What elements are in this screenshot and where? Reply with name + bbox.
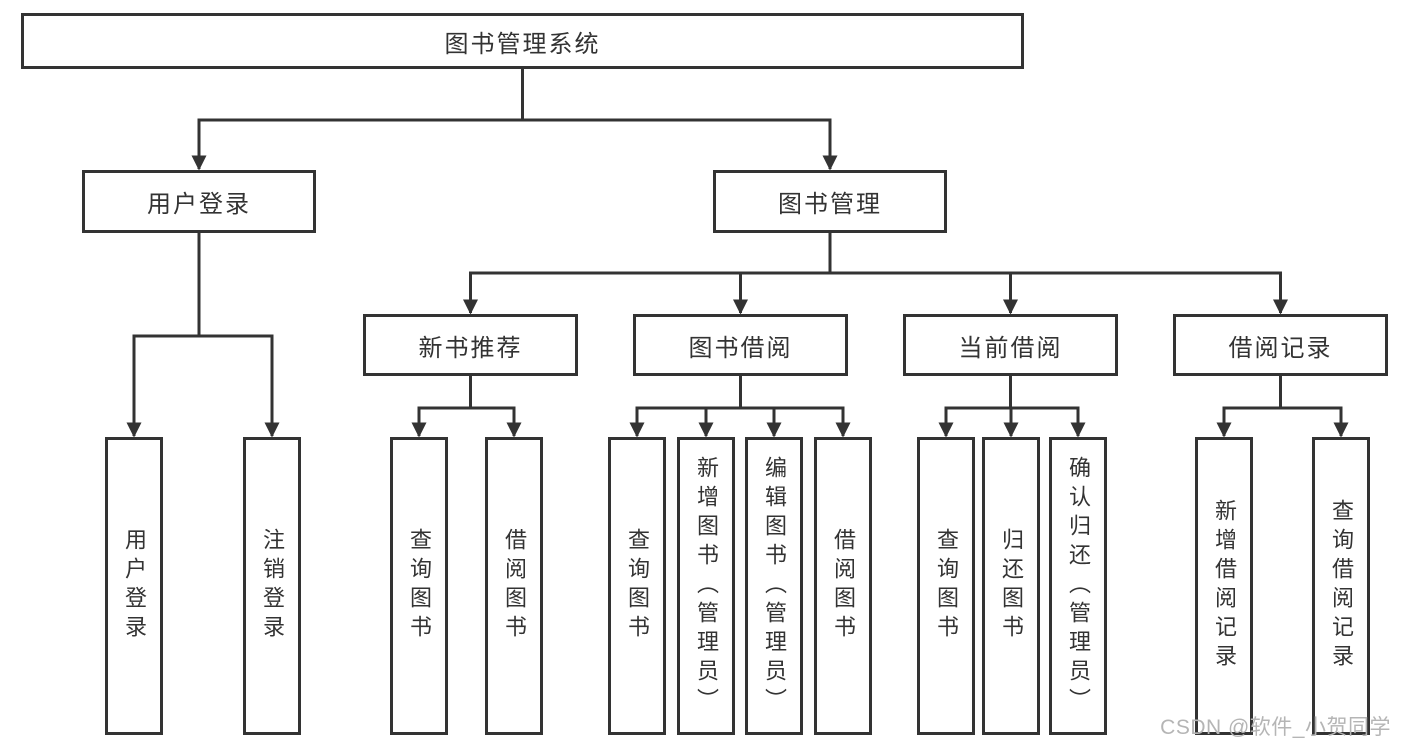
node-query-books-borrow: 查询图书 <box>608 437 666 735</box>
node-query-borrow-record: 查询借阅记录 <box>1312 437 1370 735</box>
node-label: 图书借阅 <box>688 334 793 362</box>
node-new-book-rec: 新书推荐 <box>363 314 578 376</box>
node-label: 归还图书 <box>999 528 1024 644</box>
node-logout-leaf: 注销登录 <box>243 437 301 735</box>
node-label: 查询借阅记录 <box>1329 499 1354 673</box>
node-label: 查询图书 <box>407 528 432 644</box>
node-label: 编辑图书（管理员） <box>762 455 787 717</box>
node-root: 图书管理系统 <box>21 13 1024 69</box>
node-query-books-current: 查询图书 <box>917 437 975 735</box>
node-user-login-leaf: 用户登录 <box>105 437 163 735</box>
node-query-books-rec: 查询图书 <box>390 437 448 735</box>
node-label: 查询图书 <box>625 528 650 644</box>
node-add-books-admin: 新增图书（管理员） <box>677 437 735 735</box>
node-label: 借阅图书 <box>502 528 527 644</box>
watermark-text: CSDN @软件_小贺同学 <box>1160 716 1391 739</box>
node-current-borrow: 当前借阅 <box>903 314 1118 376</box>
node-label: 借阅图书 <box>831 528 856 644</box>
node-borrow-books-borrow: 借阅图书 <box>814 437 872 735</box>
node-label: 图书管理 <box>778 191 882 218</box>
node-book-mgmt: 图书管理 <box>713 170 947 233</box>
node-return-books: 归还图书 <box>982 437 1040 735</box>
node-label: 新增借阅记录 <box>1212 499 1237 673</box>
node-user-login: 用户登录 <box>82 170 316 233</box>
connector-lines <box>126 69 1349 438</box>
node-label: 当前借阅 <box>958 334 1063 362</box>
node-book-borrow: 图书借阅 <box>633 314 848 376</box>
node-label: 图书管理系统 <box>444 30 601 58</box>
node-label: 新增图书（管理员） <box>694 455 719 717</box>
node-label: 借阅记录 <box>1228 334 1333 362</box>
node-borrow-records: 借阅记录 <box>1173 314 1388 376</box>
node-edit-books-admin: 编辑图书（管理员） <box>745 437 803 735</box>
node-borrow-books-rec: 借阅图书 <box>485 437 543 735</box>
node-label: 用户登录 <box>147 191 251 218</box>
node-add-borrow-record: 新增借阅记录 <box>1195 437 1253 735</box>
node-label: 查询图书 <box>934 528 959 644</box>
node-label: 新书推荐 <box>418 334 523 362</box>
node-label: 注销登录 <box>260 528 285 644</box>
node-label: 确认归还（管理员） <box>1066 455 1091 717</box>
node-confirm-return-admin: 确认归还（管理员） <box>1049 437 1107 735</box>
node-label: 用户登录 <box>122 528 147 644</box>
